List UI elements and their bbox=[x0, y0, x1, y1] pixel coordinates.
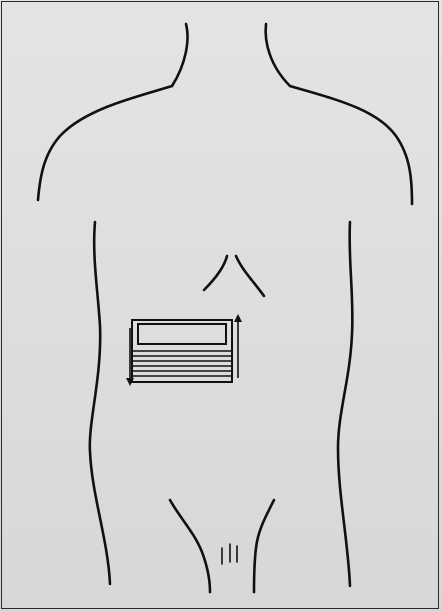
left-neck-line bbox=[172, 24, 187, 86]
rib-arch-right bbox=[236, 256, 264, 296]
rib-arch-left bbox=[204, 256, 227, 290]
right-torso-side-line bbox=[338, 222, 352, 586]
right-neck-line bbox=[266, 24, 290, 86]
left-shoulder-and-arm-line bbox=[38, 86, 172, 200]
up-arrow-icon bbox=[234, 314, 242, 322]
device-top-panel bbox=[138, 324, 226, 344]
left-groin-line bbox=[170, 500, 210, 592]
right-shoulder-and-arm-line bbox=[290, 86, 412, 204]
abdominal-device bbox=[126, 314, 242, 386]
right-groin-line bbox=[254, 500, 274, 592]
body-outline bbox=[38, 24, 412, 592]
left-torso-side-line bbox=[90, 222, 110, 584]
